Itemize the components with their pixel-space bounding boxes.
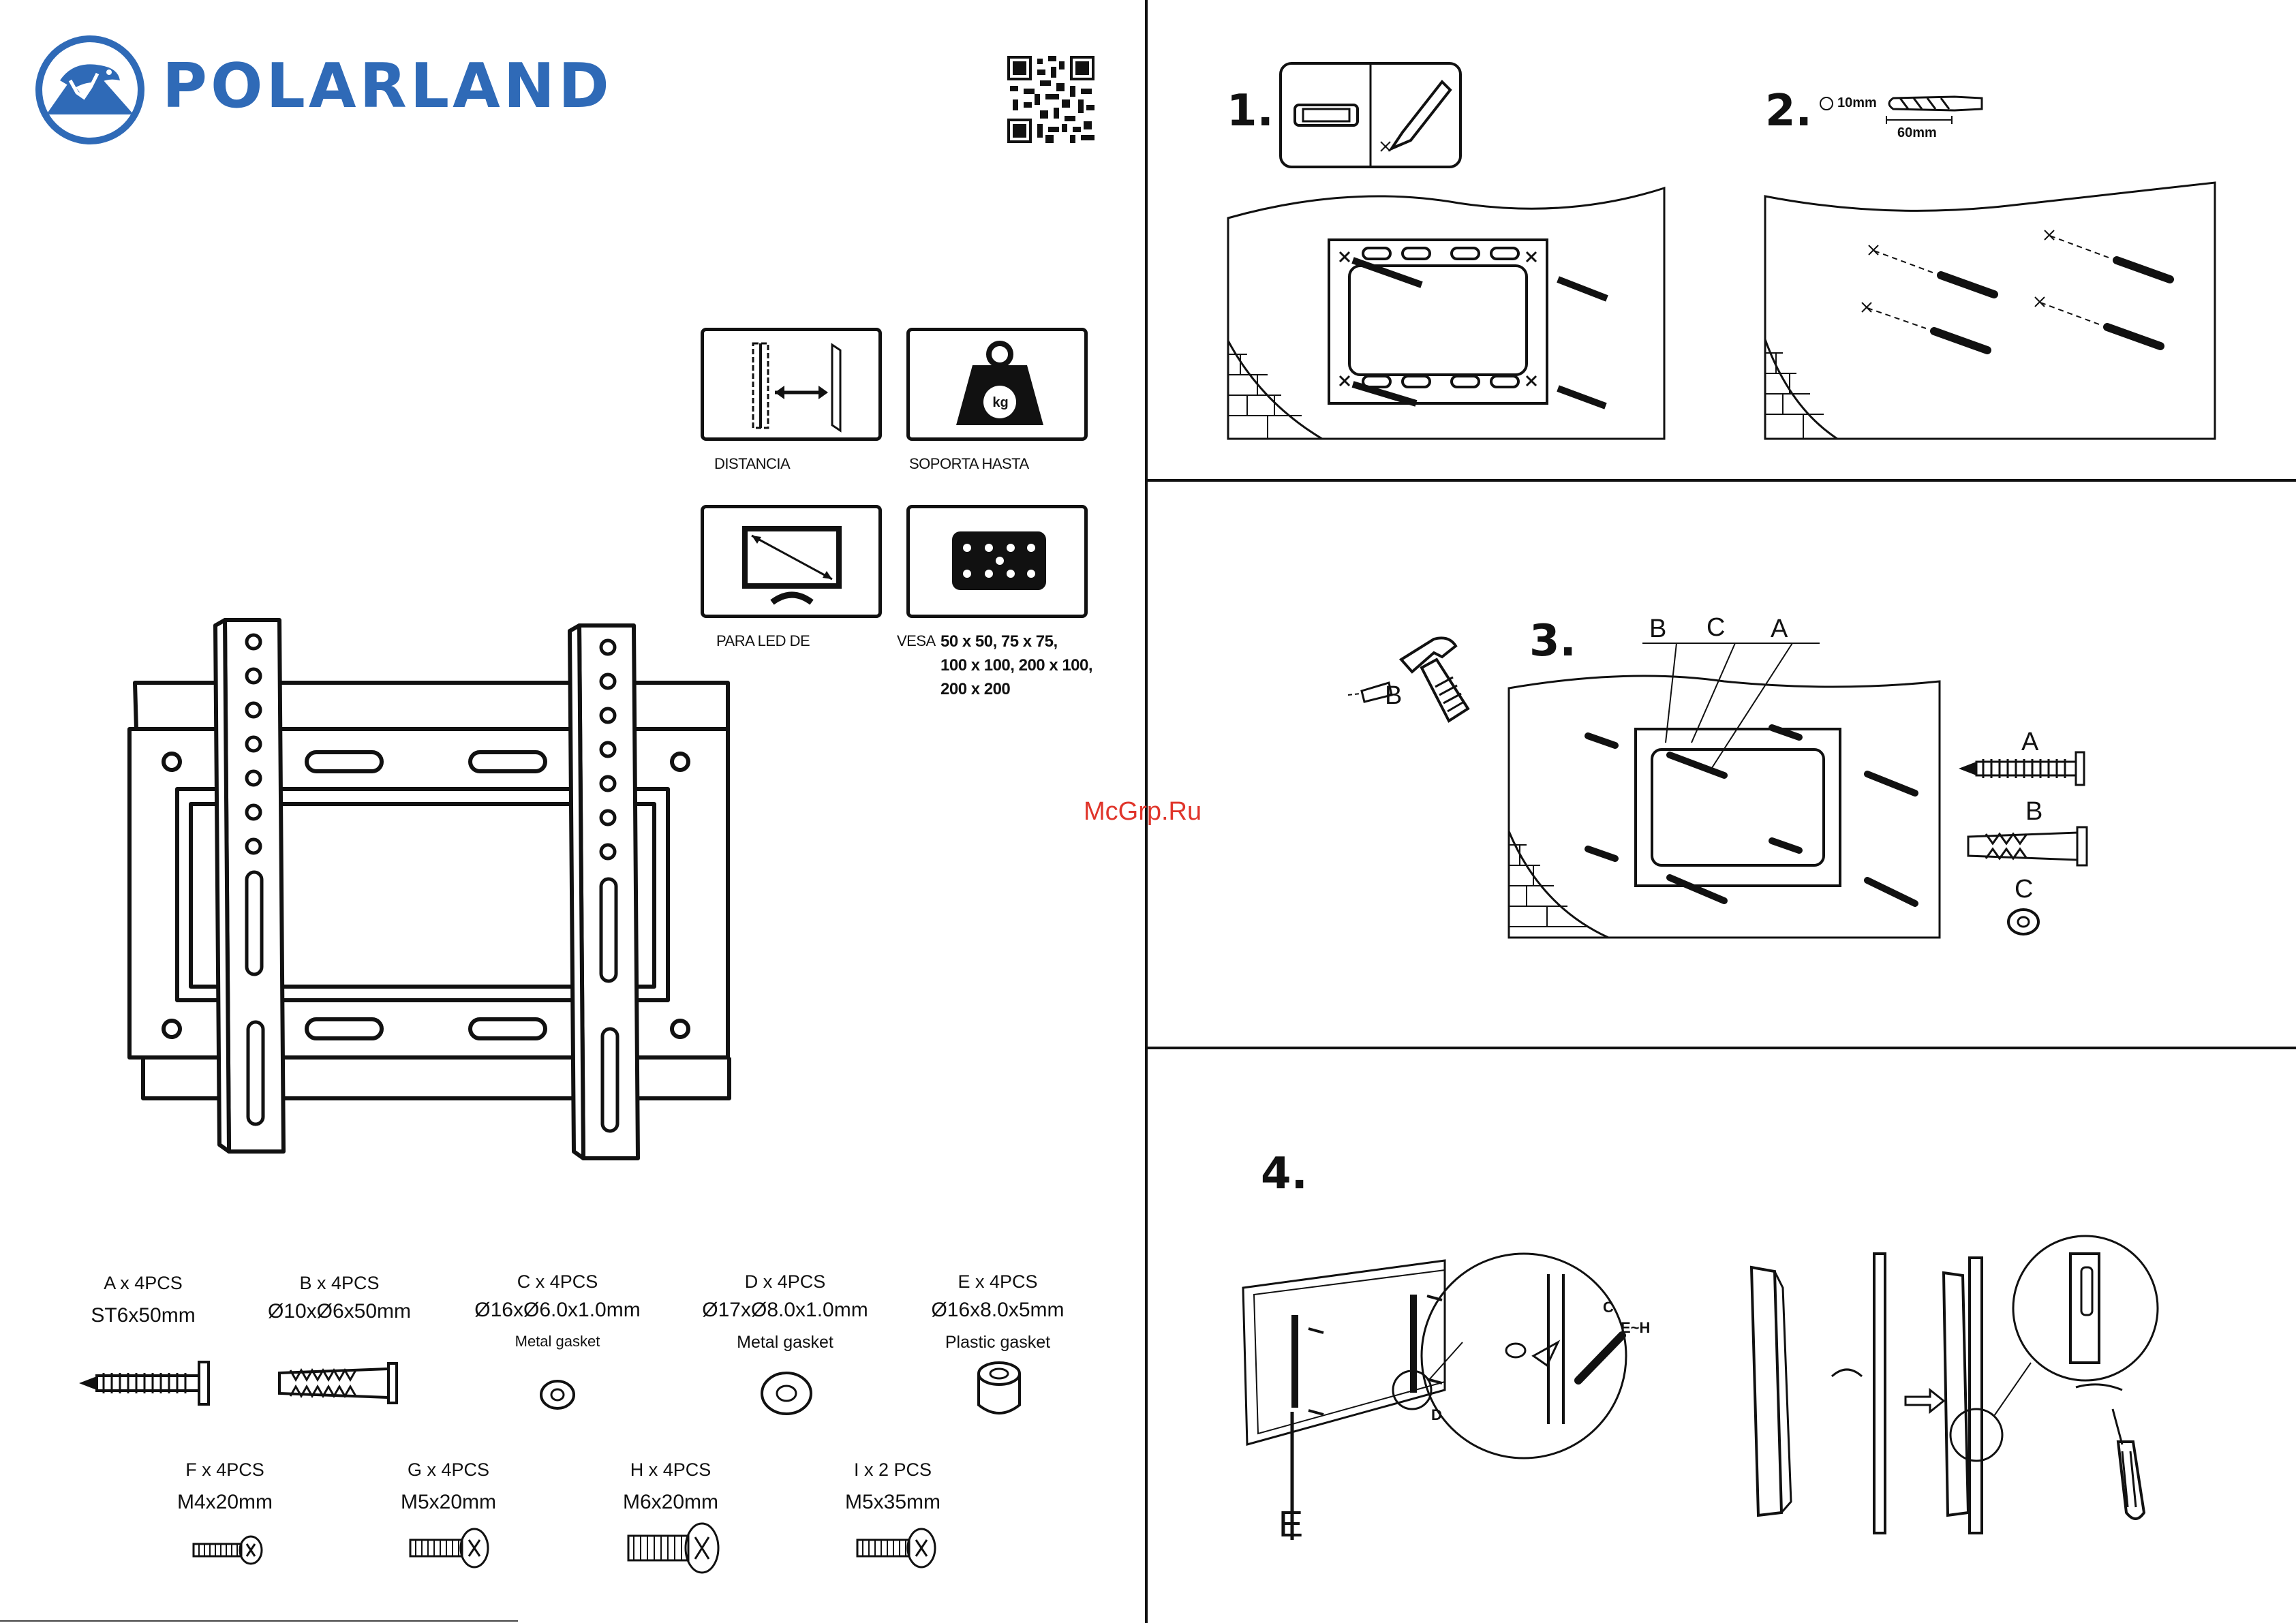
step-3-screw-a-icon	[1959, 751, 2085, 786]
polar-bear-logo-icon	[35, 35, 144, 144]
part-i-name: I x 2 PCS	[853, 1459, 932, 1480]
part-d-desc: Metal gasket	[737, 1333, 833, 1352]
hammer-anchor-icon	[1347, 636, 1470, 723]
feature-label-weight: SOPORTA HASTA	[909, 455, 1029, 472]
watermark-text: McGrp.Ru	[1084, 797, 1202, 826]
step-3-wall-illustration	[1507, 643, 1941, 939]
divider-steps-1-3	[1148, 479, 2296, 482]
feature-label-distance: DISTANCIA	[714, 455, 791, 472]
divider-steps-3-4	[1148, 1047, 2296, 1049]
screw-f-icon	[192, 1535, 263, 1565]
tv-diagonal-icon	[742, 526, 842, 605]
step-3-callout-b-hammer: B	[1385, 681, 1403, 710]
screw-h-icon	[627, 1522, 720, 1574]
feature-label-vesa: VESA	[897, 632, 936, 649]
part-h-name: H x 4PCS	[630, 1459, 711, 1480]
step-1-number: 1.	[1227, 86, 1274, 136]
part-g-size: M5x20mm	[400, 1491, 497, 1513]
screw-i-icon	[856, 1528, 936, 1568]
drill-diameter-label: 10mm	[1837, 95, 1877, 110]
qr-code-icon	[1007, 56, 1095, 143]
part-b-size: Ø10xØ6x50mm	[267, 1300, 412, 1323]
step-4-callout-e: E	[1279, 1504, 1304, 1545]
vesa-pattern-icon	[952, 531, 1046, 590]
plastic-gasket-e-icon	[977, 1361, 1021, 1415]
part-c-name: C x 4PCS	[517, 1271, 598, 1292]
step-4-callout-e-h: E~H	[1621, 1319, 1651, 1336]
bottom-rule	[0, 1620, 518, 1622]
weight-badge: kg	[992, 395, 1009, 410]
drill-bit-icon	[1820, 95, 1983, 124]
feature-box-vesa	[906, 505, 1088, 618]
step-3-callout-c-side: C	[2015, 875, 2034, 903]
part-i-size: M5x35mm	[844, 1491, 941, 1513]
step-4-callout-c: C	[1603, 1299, 1614, 1316]
feature-box-tv	[701, 505, 882, 618]
step-4-tv-back-illustration	[1242, 1252, 1627, 1540]
step-1-wall-illustration	[1227, 186, 1666, 440]
wall-bracket-illustration	[127, 618, 731, 1160]
part-e-desc: Plastic gasket	[945, 1333, 1051, 1352]
center-divider	[1145, 0, 1148, 1623]
step-3-washer-c-icon	[2007, 908, 2040, 936]
part-c-size: Ø16xØ6.0x1.0mm	[474, 1299, 641, 1321]
step-4-hang-tv-illustration	[1749, 1235, 2159, 1534]
metal-gasket-d-icon	[761, 1372, 812, 1415]
part-a-name: A x 4PCS	[104, 1273, 183, 1293]
step-2-number: 2.	[1765, 86, 1812, 136]
step-3-callout-c-top: C	[1706, 613, 1726, 642]
step-1-tools-box	[1279, 62, 1462, 168]
step-3-callout-a-top: A	[1771, 615, 1788, 643]
step-3-anchor-b-icon	[1967, 826, 2088, 867]
metal-gasket-c-icon	[540, 1380, 575, 1410]
drill-depth-label: 60mm	[1897, 125, 1937, 140]
part-f-name: F x 4PCS	[185, 1459, 264, 1480]
step-3-callout-a-side: A	[2021, 728, 2039, 756]
step-4-callout-d: D	[1431, 1406, 1442, 1423]
vesa-values-line-3: 200 x 200	[940, 680, 1011, 698]
step-2-wall-illustration	[1764, 181, 2216, 440]
feature-box-distance	[701, 328, 882, 441]
step-3-number: 3.	[1529, 616, 1576, 666]
screw-a-icon	[79, 1361, 210, 1406]
part-c-desc: Metal gasket	[515, 1333, 600, 1350]
screw-g-icon	[409, 1528, 489, 1568]
part-g-name: G x 4PCS	[407, 1459, 490, 1480]
vesa-values-line-2: 100 x 100, 200 x 100,	[940, 656, 1093, 675]
step-3-callout-b-side: B	[2025, 797, 2043, 826]
weight-icon	[956, 341, 1043, 425]
part-a-size: ST6x50mm	[91, 1304, 196, 1327]
feature-box-weight: kg	[906, 328, 1088, 441]
feature-label-tv: PARA LED DE	[716, 632, 810, 649]
wall-anchor-b-icon	[278, 1362, 398, 1404]
part-d-name: D x 4PCS	[744, 1271, 826, 1292]
part-e-name: E x 4PCS	[958, 1271, 1038, 1292]
brand-name: POLARLAND	[162, 50, 613, 122]
part-b-name: B x 4PCS	[299, 1273, 380, 1293]
step-3-callout-b-top: B	[1649, 615, 1667, 643]
part-f-size: M4x20mm	[177, 1491, 273, 1513]
wall-distance-icon	[752, 342, 842, 433]
part-h-size: M6x20mm	[622, 1491, 719, 1513]
vesa-values-line-1: 50 x 50, 75 x 75,	[940, 632, 1058, 651]
part-e-size: Ø16x8.0x5mm	[931, 1299, 1065, 1321]
step-4-number: 4.	[1261, 1149, 1308, 1199]
part-d-size: Ø17xØ8.0x1.0mm	[702, 1299, 868, 1321]
